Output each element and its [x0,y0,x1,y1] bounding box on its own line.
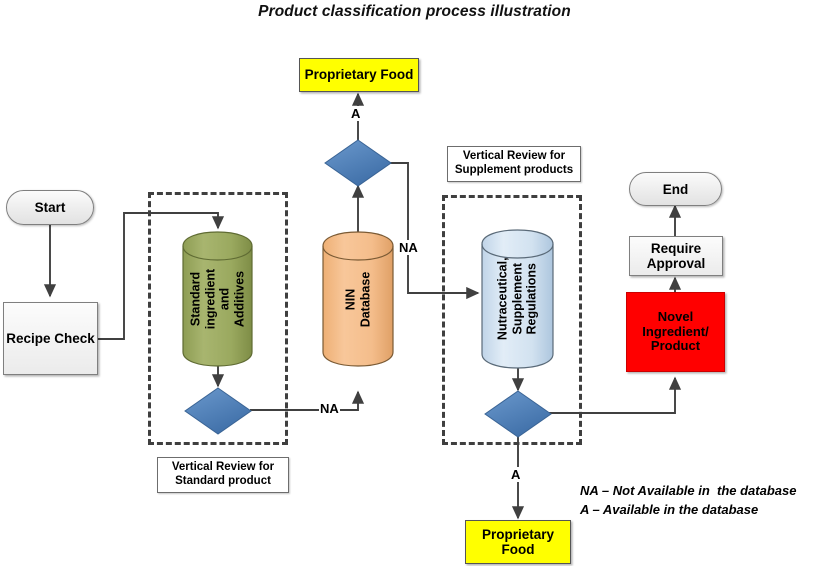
diamond-shape-right [484,390,552,438]
group-label-standard-review: Vertical Review for Standard product [157,457,289,493]
cylinder-shape-green [182,231,253,367]
node-recipe-check[interactable]: Recipe Check [3,302,98,375]
edge-label-a-bottom: A [510,467,522,482]
node-decision-standard[interactable] [183,386,253,436]
node-end[interactable]: End [629,172,722,206]
node-require-approval-label: Require Approval [646,240,706,271]
node-novel-ingredient-product[interactable]: Novel Ingredient/ Product [626,292,725,372]
node-require-approval[interactable]: Require Approval [629,236,723,276]
group-label-standard-review-text: Vertical Review for Standard product [171,461,275,487]
group-label-supplement-review: Vertical Review for Supplement products [447,146,581,182]
legend-na: NA – Not Available in the database [580,483,797,498]
page-title: Product classification process illustrat… [258,3,571,20]
node-nin-database[interactable]: NIN Database [321,230,395,368]
node-decision-supplement[interactable] [483,389,553,439]
node-proprietary-food-top-label: Proprietary Food [304,67,414,83]
node-proprietary-food-bottom[interactable]: Proprietary Food [465,520,571,564]
node-proprietary-food-top[interactable]: Proprietary Food [299,58,419,92]
edge-label-a-top: A [350,106,362,121]
legend-a: A – Available in the database [580,502,759,517]
cylinder-shape-orange [322,231,394,367]
node-nutraceutical-regulations-database[interactable]: Nutraceutical, Supplement Regulations [480,228,555,370]
node-proprietary-food-bottom-label: Proprietary Food [481,526,555,557]
node-decision-nin[interactable] [323,138,393,188]
node-start-label: Start [34,200,66,215]
node-start[interactable]: Start [6,190,94,225]
diamond-shape-left [184,387,252,435]
node-standard-ingredient-database[interactable]: Standard ingredient and Additives [181,230,254,368]
dashed-group-supplement-review [442,195,582,445]
node-recipe-check-label: Recipe Check [6,330,95,346]
cylinder-shape-blue [481,229,554,369]
edge-label-na-nin: NA [398,240,419,255]
node-novel-ingredient-product-label: Novel Ingredient/ Product [642,308,709,354]
edge-label-na-standard: NA [319,401,340,416]
group-label-supplement-review-text: Vertical Review for Supplement products [454,150,574,176]
dashed-group-standard-review [148,192,288,445]
diamond-shape-mid [324,139,392,187]
node-end-label: End [662,181,689,197]
